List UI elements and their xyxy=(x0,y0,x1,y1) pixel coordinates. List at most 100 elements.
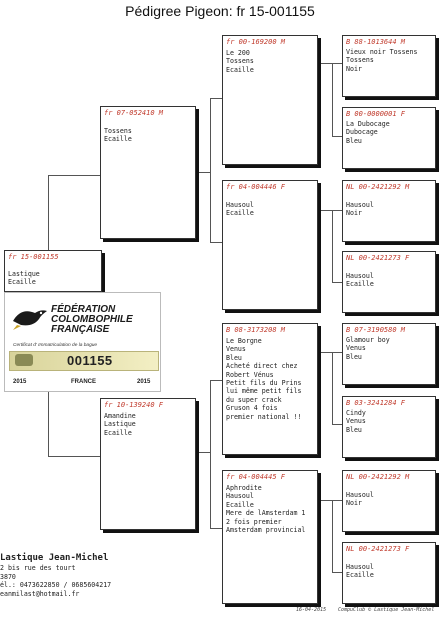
pigeon-line: du super crack xyxy=(226,395,282,404)
pigeon-line: lui même petit fils xyxy=(226,387,302,396)
connector-line xyxy=(196,452,210,453)
pigeon-line: Ecaille xyxy=(226,65,254,74)
ring-number: B 03-3241284 F xyxy=(346,399,406,407)
footer-date: 16-04-2015 xyxy=(296,607,327,613)
federation-line: COLOMBOPHILE xyxy=(51,314,133,325)
pigeon-line: Dubocage xyxy=(346,128,378,137)
pigeon-line: Noir xyxy=(346,209,362,218)
owner-line: 2 bis rue des tourt xyxy=(0,564,76,572)
pigeon-card-sss: B 88-1013644 M Vieux noir Tossens Tossen… xyxy=(342,35,436,97)
pigeon-line: 2 fois premier xyxy=(226,517,282,526)
pigeon-line: Ecaille xyxy=(104,428,132,437)
connector-line xyxy=(332,352,333,424)
pigeon-line: premier national !! xyxy=(226,412,302,421)
connector-line xyxy=(210,242,222,243)
connector-line xyxy=(210,380,211,528)
pigeon-line: Lastique xyxy=(104,420,136,429)
pigeon-line: La Dubocage xyxy=(346,120,390,128)
pigeon-line: Noir xyxy=(346,499,362,508)
connector-line xyxy=(318,352,332,353)
certificate-year-left: 2015 xyxy=(13,379,27,385)
ring-number: fr 10-139240 F xyxy=(104,401,164,409)
connector-line xyxy=(332,210,333,282)
pigeon-card-ss: fr 00-169200 M Le 200 Tossens Ecaille xyxy=(222,35,318,165)
connector-line xyxy=(332,282,342,283)
ring-certificate: FÉDÉRATION COLOMBOPHILE FRANÇAISE Certif… xyxy=(4,292,161,392)
pigeon-line: Le Borgne xyxy=(226,337,262,345)
connector-line xyxy=(210,98,222,99)
pigeon-line: Le 200 xyxy=(226,49,250,57)
pigeon-line: Glamour boy xyxy=(346,336,390,344)
pigeon-line: Vieux noir Tossens xyxy=(346,48,418,56)
owner-name: Lastique Jean-Michel xyxy=(0,553,109,563)
connector-line xyxy=(48,392,49,456)
certificate-year-right: 2015 xyxy=(137,379,151,385)
federation-name: FÉDÉRATION COLOMBOPHILE FRANÇAISE xyxy=(51,305,133,335)
ring-number: fr 00-169200 M xyxy=(226,38,286,46)
pigeon-card-dam: fr 10-139240 F Amandine Lastique Ecaille xyxy=(100,398,196,530)
connector-line xyxy=(318,500,332,501)
connector-line xyxy=(332,63,333,136)
ring-number: B 08-3173208 M xyxy=(226,326,286,334)
ring-number: fr 04-004445 F xyxy=(226,473,286,481)
pigeon-logo-icon xyxy=(13,310,47,330)
footer-credit: CompuClub © Lastique Jean-Michel xyxy=(338,607,435,613)
pigeon-line: Hausoul xyxy=(346,563,374,571)
pigeon-line: Noir xyxy=(346,64,362,73)
connector-line xyxy=(210,98,211,242)
pigeon-card-sire: fr 07-052410 M Tossens Ecaille xyxy=(100,106,196,239)
pigeon-card-ds: B 08-3173208 M Le Borgne Venus Bleu Ache… xyxy=(222,323,318,455)
ring-number: fr 04-004446 F xyxy=(226,183,286,191)
page-title: Pédigree Pigeon: fr 15-001155 xyxy=(125,3,315,19)
certificate-band xyxy=(9,351,159,371)
owner-email: eanmilast@hotmail.fr xyxy=(0,589,80,598)
connector-line xyxy=(318,210,332,211)
certificate-number: 001155 xyxy=(67,353,113,368)
pigeon-line: Venus xyxy=(346,344,366,353)
ring-number: NL 00-2421273 F xyxy=(346,254,410,262)
pigeon-line: Bleu xyxy=(346,352,362,361)
connector-line xyxy=(210,380,222,381)
ring-number: fr 15-001155 xyxy=(8,253,59,261)
ring-number: B 07-3190580 M xyxy=(346,326,406,334)
connector-line xyxy=(48,175,100,176)
connector-line xyxy=(318,63,332,64)
pigeon-line: Bleu xyxy=(346,136,362,145)
pigeon-line: Venus xyxy=(226,345,246,354)
pigeon-card-dd: fr 04-004445 F Aphrodite Hausoul Ecaille… xyxy=(222,470,318,604)
connector-line xyxy=(210,528,222,529)
pigeon-line: Cindy xyxy=(346,409,366,417)
certificate-subtitle: Certificat d' Immatriculation de la bagu… xyxy=(13,343,98,348)
connector-line xyxy=(332,424,342,425)
pigeon-card-sd: fr 04-004446 F Hausoul Ecaille xyxy=(222,180,318,310)
pigeon-line: Ecaille xyxy=(8,278,36,287)
pigeon-line: Ecaille xyxy=(346,280,374,289)
pigeon-line: Robert Vénus xyxy=(226,370,274,379)
connector-line xyxy=(48,456,100,457)
owner-info: Lastique Jean-Michel 2 bis rue des tourt… xyxy=(0,553,111,598)
pigeon-card-sdd: NL 00-2421273 F Hausoul Ecaille xyxy=(342,251,436,313)
pigeon-line: Petit fils du Prins xyxy=(226,379,302,388)
ring-number: fr 07-052410 M xyxy=(104,109,164,117)
ring-number: NL 00-2421273 F xyxy=(346,545,410,553)
pigeon-line: Ecaille xyxy=(226,500,254,509)
connector-line xyxy=(332,500,342,501)
owner-line: él.: 0473622850 / 0685604217 xyxy=(0,581,112,590)
pigeon-line: Gruson 4 fois xyxy=(226,404,278,413)
pigeon-line: Bleu xyxy=(346,425,362,434)
owner-line: 3870 xyxy=(0,572,16,581)
pigeon-line: Ecaille xyxy=(104,135,132,144)
pigeon-line: Aphrodite xyxy=(226,484,262,492)
pigeon-line: Ecaille xyxy=(346,571,374,580)
pigeon-card-dss: B 07-3190580 M Glamour boy Venus Bleu xyxy=(342,323,436,385)
pigeon-line: Amandine xyxy=(104,412,136,420)
pigeon-line: Bleu xyxy=(226,353,242,362)
pigeon-card-subject: fr 15-001155 Lastique Ecaille xyxy=(4,250,102,292)
ring-number: B 88-1013644 M xyxy=(346,38,406,46)
connector-line xyxy=(332,63,342,64)
pigeon-line: Venus xyxy=(346,417,366,426)
pigeon-line: Tossens xyxy=(226,57,254,66)
connector-line xyxy=(196,172,210,173)
connector-line xyxy=(332,210,342,211)
pigeon-card-ddd: NL 00-2421273 F Hausoul Ecaille xyxy=(342,542,436,604)
